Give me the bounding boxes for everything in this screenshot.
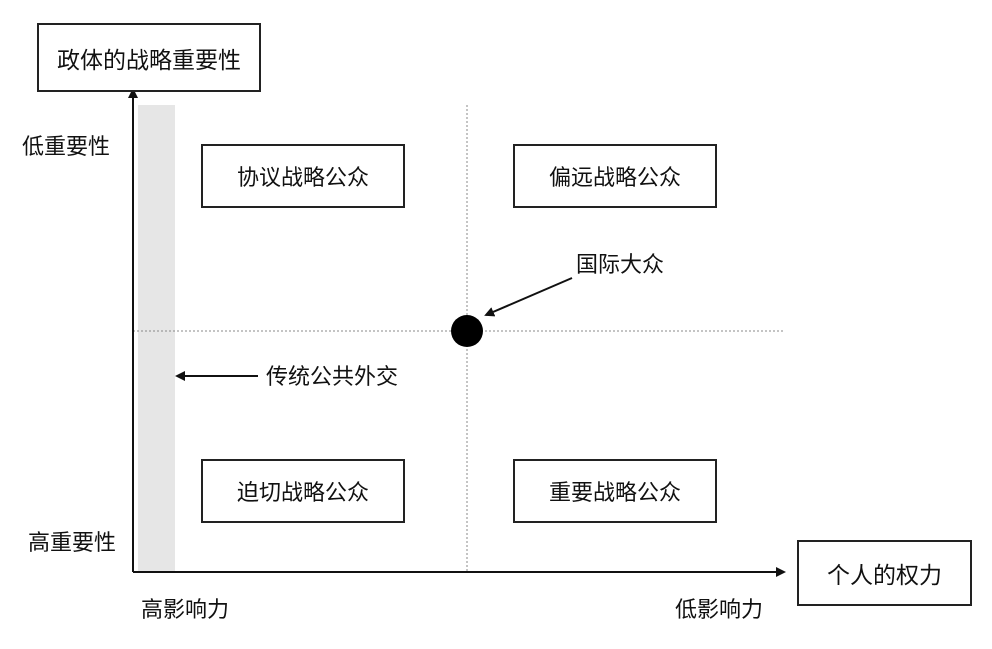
x-axis-left-label: 高影响力 [141, 598, 230, 623]
international-public-point [451, 315, 483, 347]
center-point-label: 国际大众 [576, 253, 665, 278]
quadrant-bottom-right: 重要战略公众 [513, 459, 717, 523]
center-point-arrow [484, 277, 573, 317]
x-axis-right-label: 低影响力 [675, 598, 764, 623]
y-axis-bottom-label: 高重要性 [28, 531, 117, 556]
traditional-diplomacy-band [138, 105, 175, 572]
quadrant-top-left: 协议战略公众 [201, 144, 405, 208]
quadrant-top-right: 偏远战略公众 [513, 144, 717, 208]
x-axis-title: 个人的权力 [797, 540, 972, 606]
y-axis-top-label: 低重要性 [22, 135, 111, 160]
y-axis-title: 政体的战略重要性 [37, 23, 261, 92]
band-label: 传统公共外交 [266, 365, 399, 390]
quadrant-bottom-left: 迫切战略公众 [201, 459, 405, 523]
